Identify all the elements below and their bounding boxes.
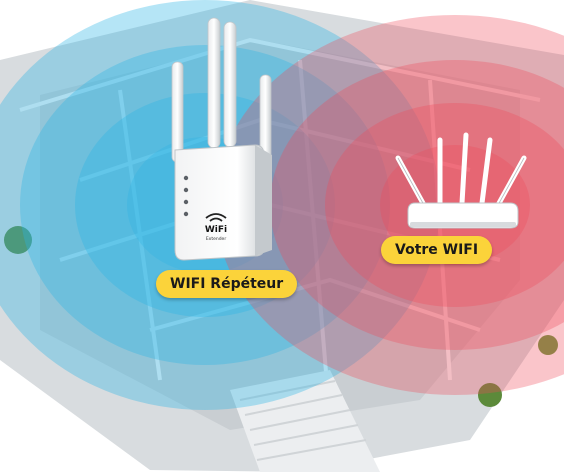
- router-label: Votre WIFI: [381, 236, 493, 264]
- plant-icon: [538, 335, 558, 355]
- wifi-logo-icon: WiFi Extender: [205, 213, 227, 242]
- repeater-brand-text: WiFi: [205, 225, 227, 235]
- plant-icon: [478, 383, 502, 407]
- router-device: [395, 132, 527, 229]
- repeater-sub-text: Extender: [206, 236, 227, 242]
- plant-icon: [4, 226, 32, 254]
- repeater-device: WiFi Extender: [171, 17, 272, 261]
- stairs: [230, 370, 380, 472]
- repeater-label: WIFI Répéteur: [156, 270, 298, 298]
